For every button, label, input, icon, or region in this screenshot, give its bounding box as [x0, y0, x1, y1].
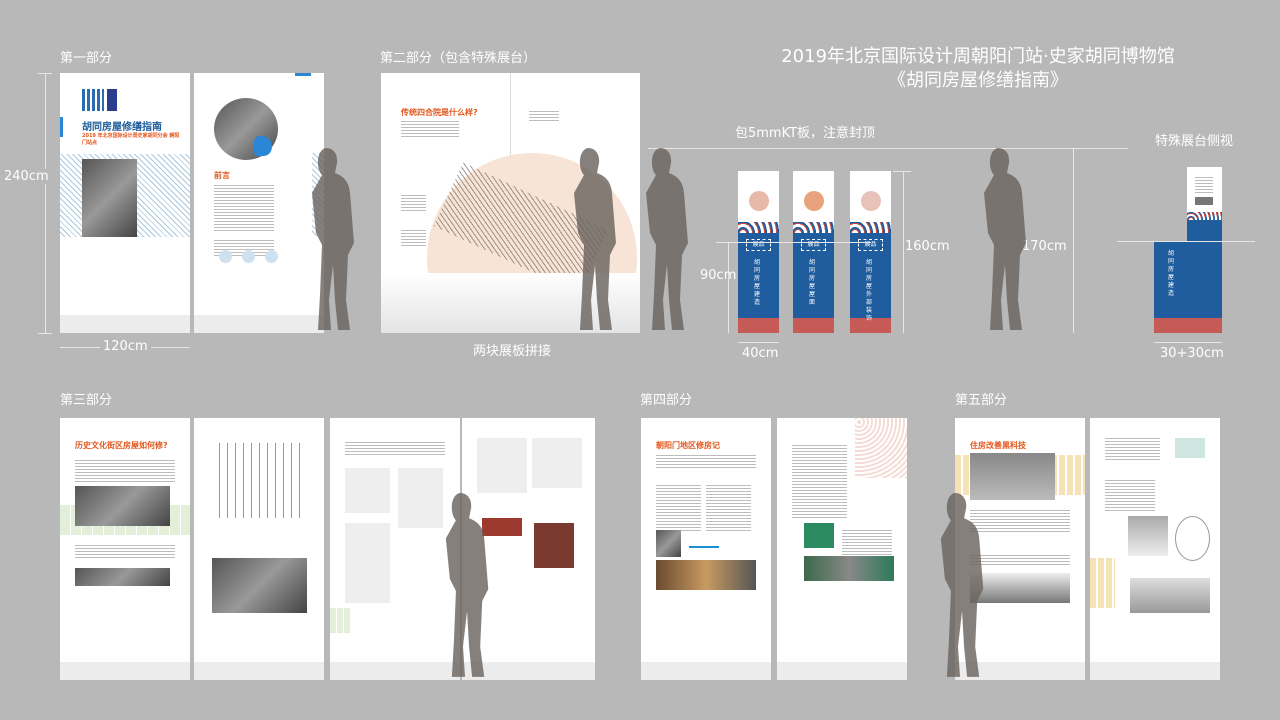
- section-label-part5: 第五部分: [955, 393, 1008, 408]
- pillar-text: 胡同房屋建造: [754, 259, 761, 306]
- pillar-tag: 展品: [746, 239, 771, 251]
- dimension-line: [45, 73, 46, 333]
- section-label-part1: 第一部分: [60, 51, 113, 66]
- display-pillar: 展品胡同房屋外部装饰: [850, 171, 891, 333]
- panel-title: 历史文化街区房屋如何修?: [75, 441, 168, 450]
- aerial-photo: [82, 159, 137, 237]
- person-silhouette: [312, 148, 354, 330]
- panel-title: 胡同房屋修缮指南: [82, 122, 162, 133]
- dimension-30-30cm: 30+30cm: [1160, 346, 1224, 361]
- dimension-240cm: 240cm: [4, 169, 49, 184]
- special-stand-top: [1187, 167, 1222, 242]
- logo-icon: [82, 89, 104, 111]
- special-stand-text: 胡同房屋建造: [1168, 250, 1175, 297]
- panel-preface: 前言: [194, 73, 324, 333]
- panel-tech-2: [1090, 418, 1220, 680]
- pillar-text: 胡同房屋外部装饰: [866, 259, 873, 322]
- dimension-40cm: 40cm: [742, 346, 779, 361]
- panel-tech: 住房改善黑科技: [955, 418, 1085, 680]
- exhibition-subtitle: 《胡同房屋修缮指南》: [888, 70, 1068, 91]
- panel-title: 前言: [214, 171, 230, 180]
- display-pillar: 展品胡同房屋建造: [738, 171, 779, 333]
- panel-title: 住房改善黑科技: [970, 441, 1026, 450]
- dimension-90cm: 90cm: [700, 268, 737, 283]
- person-silhouette: [445, 493, 489, 677]
- dimension-tick: [38, 73, 52, 74]
- panel-repair-how: 历史文化街区房屋如何修?: [60, 418, 190, 680]
- section-label-part2: 第二部分（包含特殊展台）: [380, 51, 537, 66]
- joined-note: 两块展板拼接: [473, 344, 552, 359]
- panel-chaoyangmen: 朝阳门地区修房记: [641, 418, 771, 680]
- restroom-photo: [970, 453, 1055, 500]
- panel-chaoyangmen-2: [777, 418, 907, 680]
- section-label-part4: 第四部分: [640, 393, 693, 408]
- person-silhouette: [984, 148, 1026, 330]
- panel-title: 朝阳门地区修房记: [656, 441, 720, 450]
- dimension-120cm: 120cm: [100, 339, 151, 354]
- person-silhouette: [574, 148, 616, 330]
- dimension-170cm: 170cm: [1022, 239, 1067, 254]
- person-silhouette: [646, 148, 688, 330]
- dimension-tick: [38, 333, 52, 334]
- panel-subtitle: 2019 年北京国际设计周史家胡同分会 朝阳门站点: [82, 133, 180, 146]
- pillar-tag: 展品: [801, 239, 826, 251]
- panel-guide-a: [330, 418, 460, 680]
- exhibition-title: 2019年北京国际设计周朝阳门站·史家胡同博物馆: [781, 46, 1175, 67]
- kt-board-note: 包5mmKT板，注意封顶: [735, 126, 876, 141]
- person-silhouette: [940, 493, 984, 677]
- special-stand-base: 胡同房屋建造: [1154, 242, 1222, 333]
- pillar-tag: 展品: [858, 239, 883, 251]
- panel-title: 传统四合院是什么样?: [401, 108, 478, 117]
- pillar-text: 胡同房屋屋面: [809, 259, 816, 306]
- panel-flowchart: [194, 418, 324, 680]
- display-pillar: 展品胡同房屋屋面: [793, 171, 834, 333]
- logo-icon: [107, 89, 117, 111]
- special-side-label: 特殊展台侧视: [1155, 134, 1234, 149]
- panel-cover: 胡同房屋修缮指南 2019 年北京国际设计周史家胡同分会 朝阳门站点: [60, 73, 190, 333]
- dimension-160cm: 160cm: [905, 239, 950, 254]
- section-label-part3: 第三部分: [60, 393, 113, 408]
